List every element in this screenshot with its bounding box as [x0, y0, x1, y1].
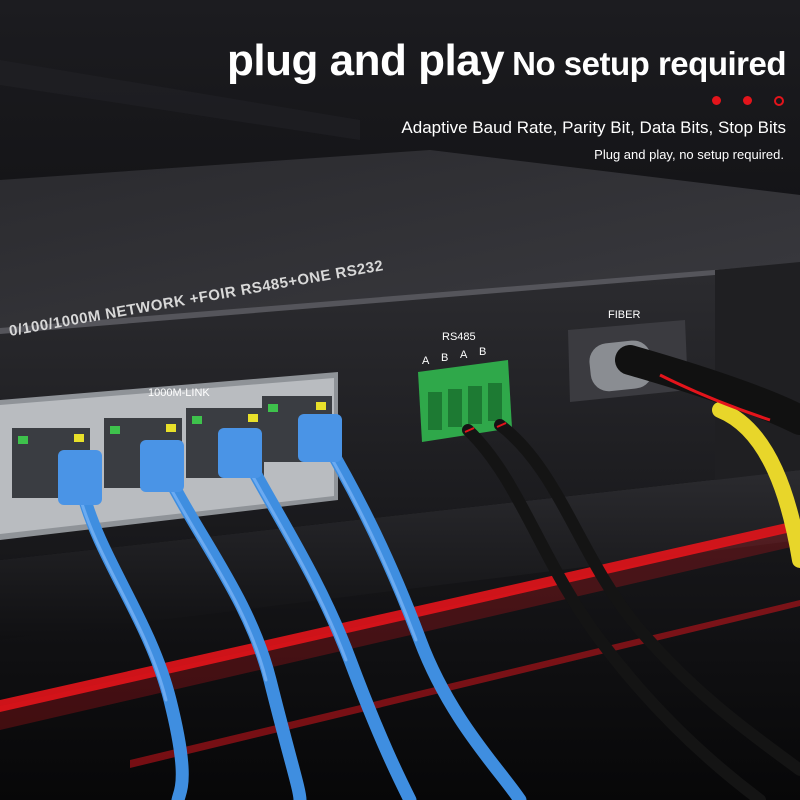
fiber-cable [712, 402, 800, 568]
ethernet-cables [75, 433, 527, 800]
feature-caption: Plug and play, no setup required. [594, 147, 784, 162]
rs485-pin-3: A [460, 349, 468, 361]
rs485-pin-1: A [422, 355, 430, 367]
fiber-label: FIBER [608, 309, 640, 321]
feature-subtitle: Adaptive Baud Rate, Parity Bit, Data Bit… [401, 118, 786, 137]
rs485-pin-labels: A B A B [422, 346, 486, 367]
dot-icon [743, 96, 752, 105]
headline-secondary: No setup required [512, 45, 786, 82]
rs485-label: RS485 [442, 331, 476, 343]
decorative-dots [712, 96, 784, 106]
rs485-pin-2: B [441, 352, 448, 364]
headline-main: plug and play [227, 36, 505, 85]
ring-dot-icon [774, 96, 784, 106]
link-label: 1000M-LINK [148, 387, 210, 399]
dot-icon [712, 96, 721, 105]
rs485-terminal-block [418, 360, 512, 442]
rs485-pin-4: B [479, 346, 486, 358]
